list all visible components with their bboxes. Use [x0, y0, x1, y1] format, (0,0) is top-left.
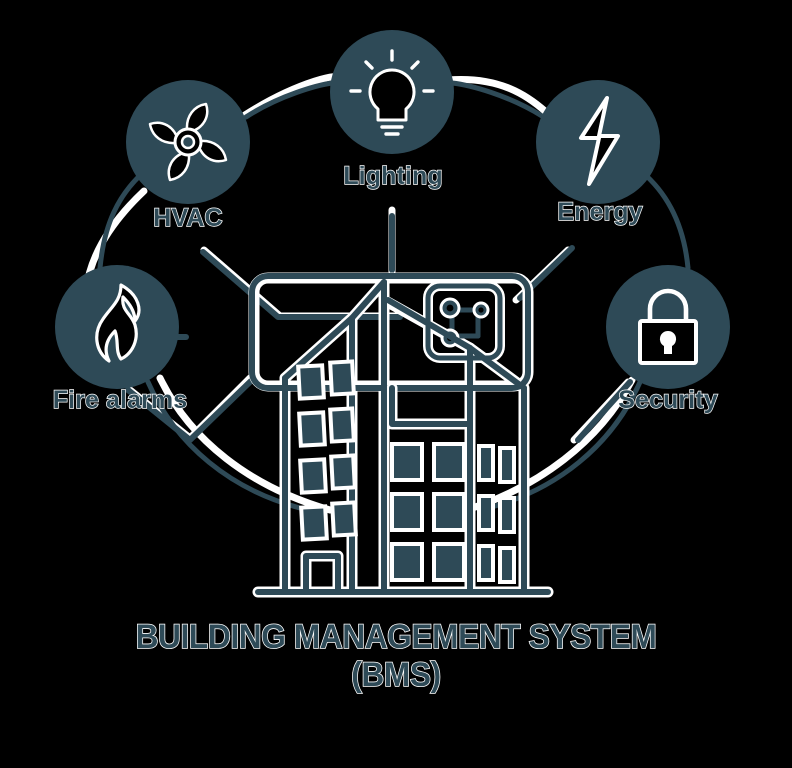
building-door	[303, 553, 341, 595]
bolt-icon-shape	[579, 96, 620, 186]
flame-icon	[95, 283, 141, 363]
bulb-rays	[349, 49, 435, 93]
building-right-roof	[467, 345, 527, 391]
building-left-roof	[282, 315, 355, 381]
connector-fire-hvac	[97, 167, 149, 271]
spoke-fire	[125, 377, 255, 443]
spoke-security	[575, 379, 633, 443]
fan-icon	[148, 102, 228, 182]
windows-middle-block	[390, 442, 466, 582]
connector-hvac-lighting	[243, 80, 335, 120]
node-security[interactable]	[606, 265, 730, 389]
lock-icon	[638, 288, 698, 365]
connector-lighting-energy	[449, 80, 545, 119]
building-illustration	[248, 272, 554, 598]
connector-arcs	[97, 80, 691, 511]
roof-peak-right	[385, 297, 473, 351]
page-title: BUILDING MANAGEMENT SYSTEM (BMS)	[135, 617, 658, 695]
connector-energy-security	[639, 169, 691, 271]
node-lighting[interactable]	[330, 30, 454, 154]
spoke-hvac	[200, 249, 403, 320]
node-hvac[interactable]	[126, 80, 250, 204]
windows-right-block	[477, 444, 516, 584]
connector-fire-building	[145, 379, 303, 511]
windows-left-block	[296, 359, 358, 542]
lightbulb-icon	[349, 49, 435, 136]
node-energy[interactable]	[536, 80, 792, 204]
node-fire[interactable]	[55, 265, 179, 389]
panel-drop-line	[389, 385, 473, 427]
control-panel-frame	[249, 273, 531, 391]
roof-peak-left	[349, 279, 387, 321]
